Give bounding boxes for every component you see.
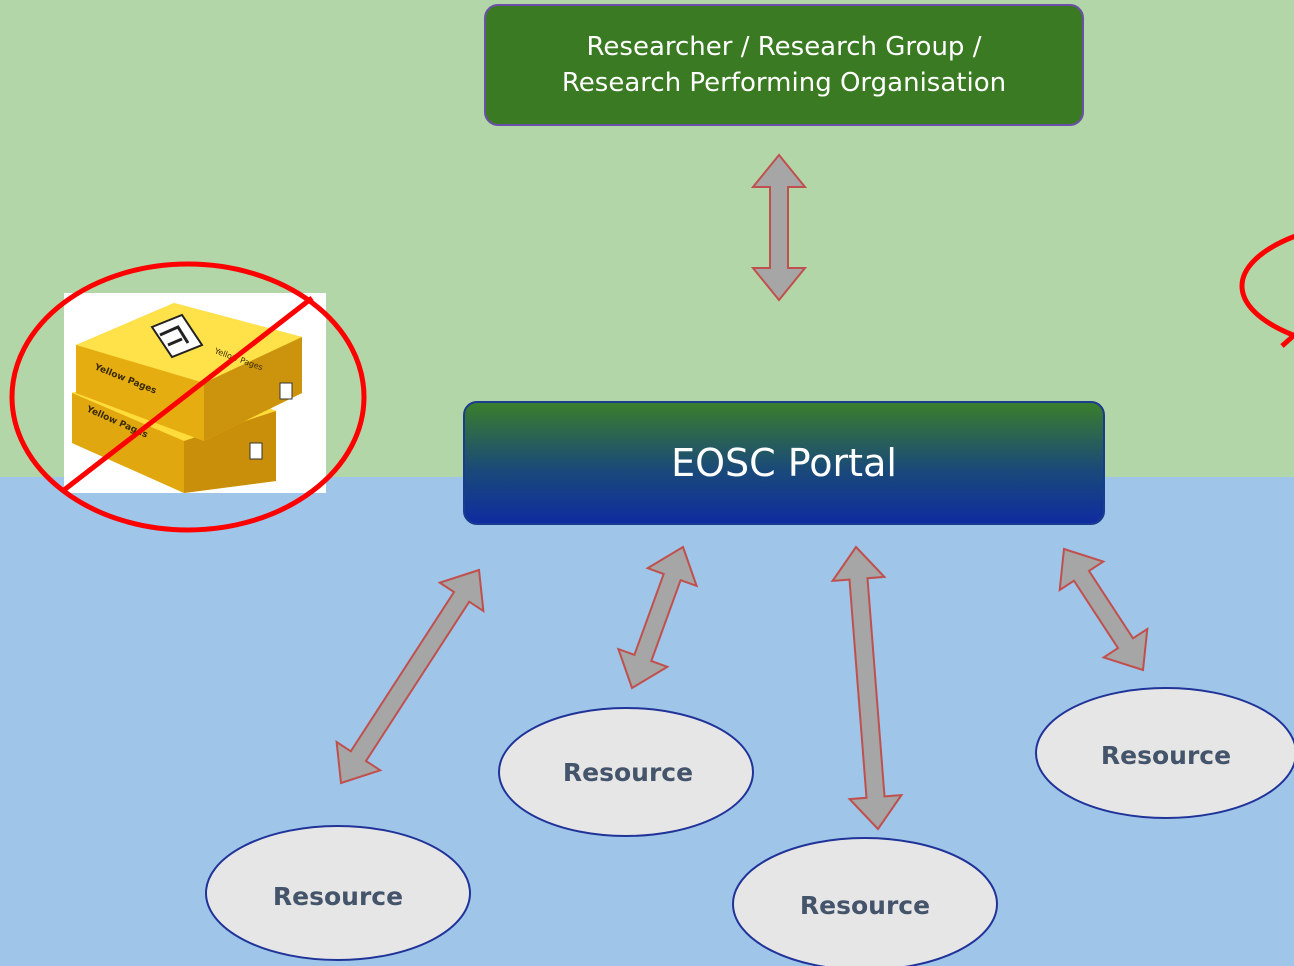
eosc-portal-box: EOSC Portal — [463, 401, 1105, 525]
researcher-box: Researcher / Research Group / Research P… — [484, 4, 1084, 126]
bottom-background — [0, 477, 1294, 966]
eosc-portal-label: EOSC Portal — [671, 441, 897, 485]
researcher-label-line1: Researcher / Research Group / — [586, 32, 982, 62]
yellow-pages-image: Yellow Pages Yellow Pages Yellow Pages — [64, 293, 326, 493]
researcher-label-line2: Research Performing Organisation — [561, 68, 1007, 98]
researcher-label: Researcher / Research Group / Research P… — [504, 29, 1064, 101]
